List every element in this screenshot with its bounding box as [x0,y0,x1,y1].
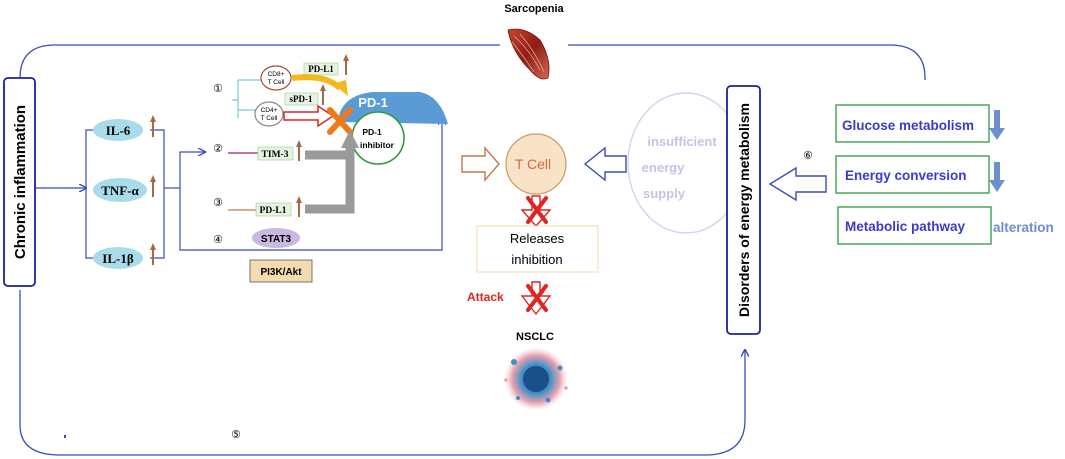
insufficient-energy-supply: insufficient energy supply [627,92,745,234]
energy-conversion-label: Energy conversion [845,168,967,183]
step-6-marker: ⑥ [803,150,813,162]
energy-to-tcell-arrow [583,146,627,182]
chronic-inflammation-label: Chronic inflammation [12,105,29,259]
down-arrow-icon [989,162,1005,192]
cytokine-il1b-label: IL-1β [102,251,134,266]
gray-arrowhead [341,130,359,148]
cd8-line2: T Cell [268,79,285,86]
dot-mark [64,435,66,438]
up-arrow-icon [150,175,156,197]
releases-line2: inhibition [511,252,562,267]
nsclc-label: NSCLC [516,331,554,343]
cd4-line2: T Cell [261,115,278,122]
step-2-marker: ② [213,143,223,155]
red-blocked-arrow-2 [520,281,552,316]
up-arrow-icon [296,196,302,217]
tim3-tag: TIM-3 [257,140,302,161]
cytokine-il6-label: IL-6 [106,123,131,138]
up-arrow-icon [296,140,302,161]
step-4-marker: ④ [213,234,223,246]
cd8-line1: CD8+ [268,71,285,78]
pd1-inhibitor-line1: PD-1 [362,127,382,137]
outer-top-loop-right [568,44,926,80]
metabolic-pathway-box: Metabolic pathway [837,206,992,245]
pdl1-top-label: PD-L1 [308,64,334,74]
spd1-tag: sPD-1 [284,84,326,106]
glucose-metabolism-box: Glucose metabolism [835,104,1005,143]
releases-line1: Releases [510,231,565,246]
pathway-1-tree [232,79,265,118]
step-1-marker: ① [213,83,223,95]
tumor-cell-image [504,347,568,411]
spd1-label: sPD-1 [290,94,313,104]
cytokine-tnf: TNF-α [93,175,156,202]
tcell-center: T Cell [505,133,567,195]
energy-metabolism-label: Disorders of energy metabolism [736,103,752,317]
red-outline-arrow [283,104,335,128]
diagram-title: Sarcopenia [504,3,564,15]
pd1-inhibitor: PD-1 inhibitor [351,111,405,165]
insufficient-line2: energy [642,160,685,175]
metabolism-to-box-arrow [768,166,827,202]
tim3-label: TIM-3 [262,150,289,160]
step-3-marker: ③ [213,197,223,209]
branch-stat3 [179,118,442,251]
cd4-t-cell: CD4+ T Cell [254,101,284,127]
pdl1-top-tag: PD-L1 [303,54,349,76]
down-arrow-icon [989,110,1005,140]
energy-conversion-box: Energy conversion [835,155,1005,194]
insufficient-line1: insufficient [647,134,717,149]
pdl1-bottom-tag: PD-L1 [255,196,302,217]
energy-metabolism-box: Disorders of energy metabolism [726,85,761,335]
cd4-line1: CD4+ [261,107,278,114]
up-arrow-icon [343,54,349,75]
stat3-node: STAT3 [252,228,300,248]
releases-inhibition-box: Releases inhibition [476,225,599,273]
up-arrow-icon [150,243,156,265]
cd8-t-cell: CD8+ T Cell [260,65,292,91]
branch-upper [179,152,205,188]
up-arrow-icon [320,84,326,105]
pi3k-box: PI3K/Akt [249,259,313,283]
pd1-inhibitor-line2: inhibitor [360,140,395,150]
stat3-label: STAT3 [261,234,292,245]
yellow-curved-arrow [291,74,343,91]
up-arrow-icon [150,115,156,137]
cytokine-il1b: IL-1β [93,243,156,269]
alteration-label: alteration [993,220,1054,235]
step-5-marker: ⑤ [231,429,241,441]
pi3k-label: PI3K/Akt [260,267,302,278]
yellow-arrowhead [333,80,348,96]
cytokine-tnf-label: TNF-α [101,183,139,198]
pdl1-bottom-label: PD-L1 [260,206,287,216]
metabolic-pathway-label: Metabolic pathway [845,219,966,234]
tcell-center-label: T Cell [515,156,551,172]
insufficient-line3: supply [643,186,686,201]
attack-label: Attack [467,290,504,304]
cytokine-bracket-right [150,129,165,259]
cytokine-il6: IL-6 [93,115,156,141]
orange-x-icon [327,107,353,135]
pd1-label: PD-1 [358,95,388,110]
gray-arrow-pdl1 [305,145,355,214]
muscle-image [507,28,550,80]
red-blocked-arrow-1 [520,195,552,228]
glucose-label: Glucose metabolism [842,118,974,133]
to-tcell-arrow [461,146,500,182]
outer-bottom-loop [19,290,745,456]
chronic-inflammation-box: Chronic inflammation [3,77,36,287]
